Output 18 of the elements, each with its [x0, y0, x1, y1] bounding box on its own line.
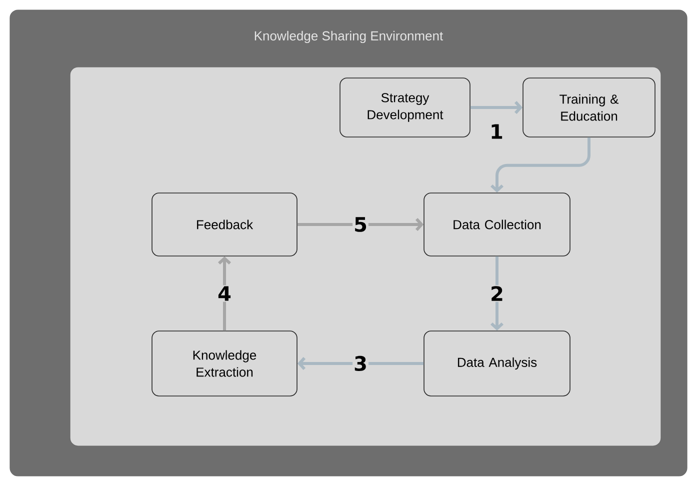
step-number: 4 [218, 286, 231, 301]
process-box: Training & Education [522, 78, 656, 138]
process-box: Feedback [152, 192, 298, 256]
step-number: 3 [354, 356, 366, 372]
process-box: Data Analysis [424, 330, 570, 396]
arrow [490, 137, 590, 193]
step-number: 2 [492, 286, 502, 301]
process-box: Strategy Development [340, 78, 470, 138]
arrow [490, 256, 504, 331]
process-box: Knowledge Extraction [152, 330, 298, 396]
arrow [470, 100, 523, 114]
step-number: 1 [492, 124, 502, 139]
process-box: Data Collection [424, 192, 570, 256]
arrow [297, 356, 424, 370]
arrow [218, 256, 232, 331]
arrow [297, 218, 424, 231]
step-number: 5 [355, 217, 366, 232]
inner-panel [70, 66, 662, 446]
